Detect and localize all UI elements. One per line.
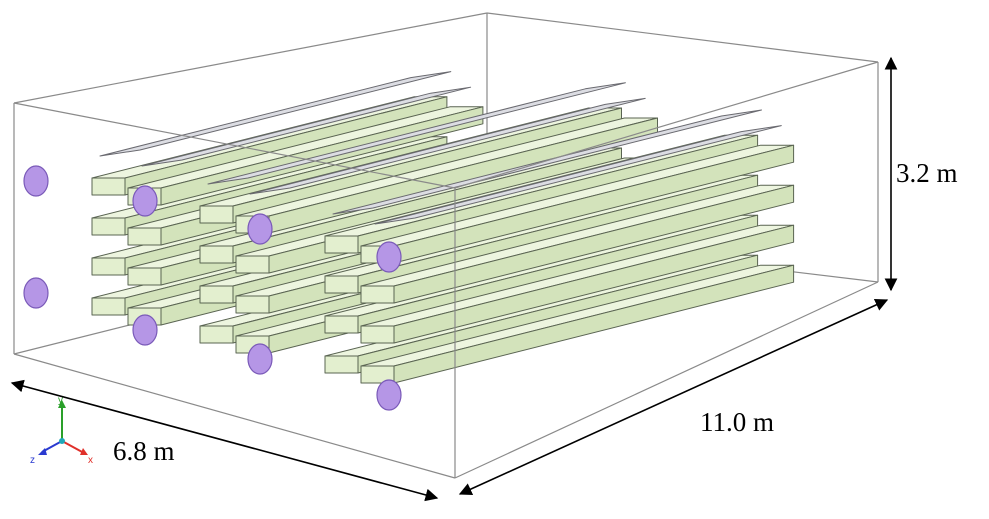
wall-inlet-upper <box>23 165 49 197</box>
beam-s1-c0-r1-front <box>199 245 234 264</box>
beam-s0-c1-r1-front <box>127 227 162 246</box>
plate-s0-b <box>141 86 472 167</box>
axis-x-label: x <box>88 455 93 466</box>
beam-s0-c0-r2-front <box>91 257 126 276</box>
axis-z-label: z <box>30 455 35 466</box>
beam-s2-c1-r2-front <box>360 325 395 344</box>
beam-s2-c0-r2-front <box>324 315 359 334</box>
beam-s0-c0-r3-front <box>91 297 126 316</box>
beam-s0-c0-r1-front <box>91 217 126 236</box>
plate-s2-b <box>374 125 782 225</box>
x-axis-line <box>61 440 85 454</box>
width-dimension-arrow <box>10 379 439 502</box>
left-wall-inlets <box>23 165 49 309</box>
beam-s2-c1-r1-front <box>360 285 395 304</box>
plate-s0-a <box>99 71 452 157</box>
plate-s1-a <box>207 82 626 185</box>
beam-s1-c0-r0-front <box>199 205 234 224</box>
axis-origin <box>59 438 65 444</box>
length-label: 11.0 m <box>700 407 774 437</box>
height-label: 3.2 m <box>896 158 958 188</box>
beam-s1-c1-r1-front <box>235 255 270 274</box>
beam-s0-c1-r2-front <box>127 267 162 286</box>
z-axis-arrowhead-icon <box>38 448 47 455</box>
inlet-disc-6 <box>376 379 402 411</box>
beam-s2-c0-r3-front <box>324 355 359 374</box>
beam-s2-c0-r0-front <box>324 235 359 254</box>
inlet-disc-1 <box>132 185 158 217</box>
inlet-disc-3 <box>247 213 273 245</box>
beam-s1-c0-r3-front <box>199 325 234 344</box>
plate-s2-a <box>332 109 762 215</box>
beam-s1-c1-r2-front <box>235 295 270 314</box>
beam-s1-c0-r2-front <box>199 285 234 304</box>
beam-s2-c0-r1-front <box>324 275 359 294</box>
y-axis-arrowhead-icon <box>58 400 66 408</box>
length-dimension-arrow <box>458 298 889 496</box>
inlet-disc-4 <box>247 343 273 375</box>
axis-triad: y x z <box>30 395 93 466</box>
x-axis-arrowhead-icon <box>80 448 88 455</box>
wall-inlet-lower <box>23 277 49 309</box>
axis-y-label: y <box>58 395 63 406</box>
inlet-disc-2 <box>132 314 158 346</box>
beam-s0-c0-r0-front <box>91 177 126 196</box>
plate-s1-b <box>249 97 646 195</box>
beam-stacks <box>91 71 795 411</box>
inlet-disc-5 <box>376 241 402 273</box>
width-label: 6.8 m <box>113 436 175 466</box>
